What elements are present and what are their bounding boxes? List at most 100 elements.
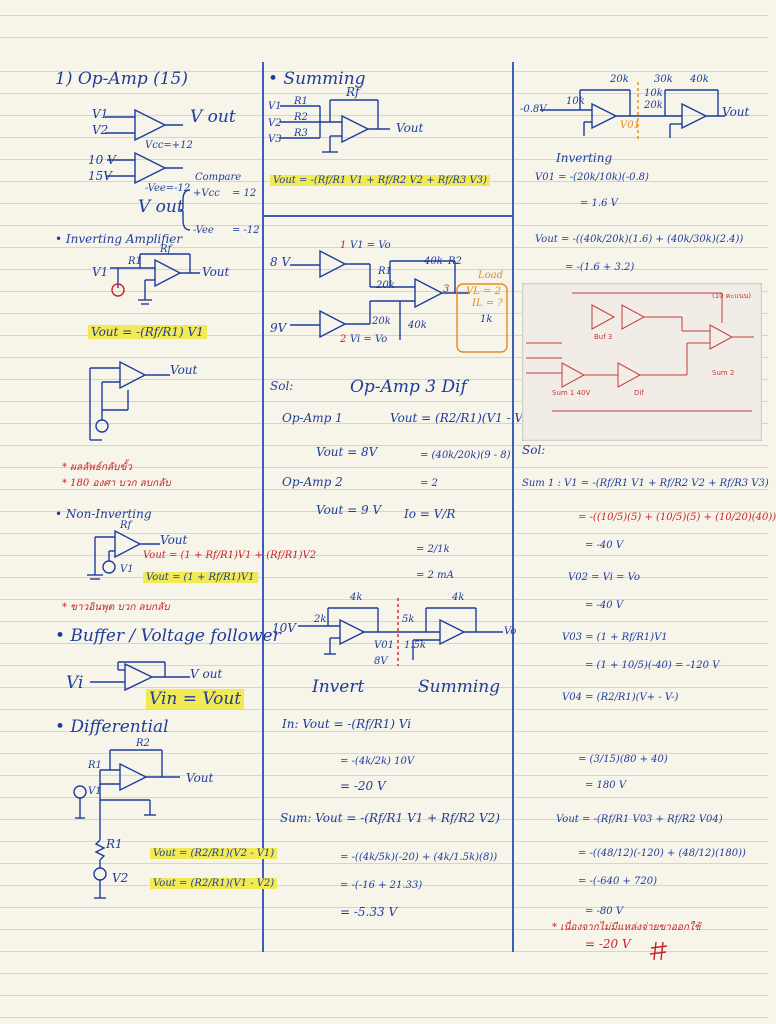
opamp-v1-label: V1 — [92, 107, 109, 121]
inverting-formula: Vout = -(Rf/R1) V1 — [88, 325, 207, 339]
sum-calc: Sum: Vout = -(Rf/R1 V1 + Rf/R2 V2) — [280, 811, 500, 825]
dif-v9: 9V — [270, 321, 287, 335]
rs-v04-step: = (3/15)(80 + 40) — [578, 754, 668, 765]
rt-vout-formula: Vout = -((40k/20k)(1.6) + (40k/30k)(2.4)… — [535, 234, 744, 245]
invert-calc: In: Vout = -(Rf/R1) Vi — [282, 717, 412, 731]
is-vo: Vo — [504, 626, 517, 637]
sum-calc-step1: = -((4k/5k)(-20) + (4k/1.5k)(8)) — [340, 852, 498, 863]
differential-r2: R2 — [136, 738, 150, 749]
rs-vout: Vout = -(Rf/R1 V03 + Rf/R2 V04) — [556, 814, 723, 825]
summing-circuit — [280, 99, 390, 153]
summing-r3: R3 — [294, 128, 308, 139]
rt-inverting-heading: Inverting — [556, 151, 613, 165]
rt-r40k: 40k — [690, 74, 709, 85]
comparator-vout: V out — [138, 197, 184, 217]
comparator-in1: 10 V — [88, 153, 116, 167]
rs-sum1: Sum 1 : V1 = -(Rf/R1 V1 + Rf/R2 V2 + Rf/… — [522, 478, 769, 489]
rt-vin: -0.8V — [520, 104, 547, 115]
invert-summing-circuit — [298, 598, 503, 666]
rs-v04: V04 = (R2/R1)(V+ - V-) — [562, 692, 679, 703]
dif-result: = 2 — [420, 478, 438, 489]
comparator-vee: -Vee=-12 — [145, 183, 191, 194]
dif-step: = (40k/20k)(9 - 8) — [420, 450, 511, 461]
dif-io-result: = 2 mA — [416, 570, 454, 581]
summing-r2: R2 — [294, 112, 308, 123]
comparator-diagram — [107, 151, 183, 185]
dif-r20k-b: 20k — [372, 316, 391, 327]
dif-io: Io = V/R — [404, 507, 456, 521]
noninverting-formula1: Vout = (1 + Rf/R1)V1 + (Rf/R1)V2 — [143, 550, 317, 561]
summing-v1: V1 — [268, 101, 282, 112]
inverting-heading: • Inverting Amplifier — [55, 232, 183, 246]
differential-vout: Vout — [186, 771, 214, 785]
rt-r20k-b: 20k — [644, 100, 663, 111]
dif-opamp2: Op-Amp 2 — [282, 475, 343, 489]
rs-sum1-result: = -40 V — [585, 540, 624, 551]
comparator-brace — [179, 189, 191, 231]
summing-rf: Rf — [346, 85, 360, 99]
dif-node-2: 2 — [340, 334, 347, 345]
dif-v8: 8 V — [270, 255, 291, 269]
final-hash-mark — [649, 941, 668, 961]
differential-heading: • Differential — [55, 717, 169, 737]
invert-calc-result: = -20 V — [340, 779, 386, 793]
circuit-photo: (10 คะแนน) Buf 3 Sum 1 40V Dif Sum 2 — [522, 283, 762, 441]
dif-vout8: Vout = 8V — [316, 445, 378, 459]
noninverting-vout: Vout — [160, 533, 188, 547]
invert-calc-step: = -(4k/2k) 10V — [340, 756, 415, 767]
differential-circuit — [73, 749, 180, 899]
dif-node-3: 3 — [443, 284, 450, 295]
rs-v04-result: = 180 V — [585, 780, 627, 791]
dif-r40k-b: 40k — [408, 320, 427, 331]
rs-sol-label: Sol: — [522, 443, 546, 457]
dif-r1k: 1k — [480, 314, 493, 325]
inverting-vin: V1 — [92, 265, 109, 279]
note-line-2: * 180 องศา บวก ลบกลับ — [62, 478, 171, 489]
buffer-vout: V out — [190, 667, 223, 681]
is-v8: 8V — [374, 656, 388, 667]
comparator-eq1: = 12 — [232, 188, 257, 199]
noninverting-circuit — [87, 529, 160, 580]
follower-vout: Vout — [170, 363, 198, 377]
opamp-v2-label: V2 — [92, 123, 109, 137]
differential-formula1: Vout = (R2/R1)(V2 - V1) — [150, 848, 278, 859]
inverting-rf: Rf — [160, 244, 172, 255]
opamp-vout-label: V out — [190, 107, 236, 127]
inverting-source-icon — [111, 283, 125, 297]
is-label-invert: Invert — [312, 677, 365, 697]
is-r4k-b: 4k — [452, 592, 465, 603]
middle-divider — [262, 215, 514, 217]
inverting-circuit — [110, 253, 200, 305]
rs-v03: V03 = (1 + Rf/R1)V1 — [562, 632, 668, 643]
rt-v01: V01 — [620, 120, 640, 131]
summing-r1: R1 — [294, 96, 308, 107]
summing-formula: Vout = -(Rf/R1 V1 + Rf/R2 V2 + Rf/R3 V3) — [270, 175, 490, 186]
rs-vout-step: = -((48/12)(-120) + (48/12)(180)) — [578, 848, 746, 859]
photo-sum2-label: Sum 2 — [712, 369, 735, 377]
sum-calc-result: = -5.33 V — [340, 905, 398, 919]
differential-r1-top: R1 — [88, 760, 102, 771]
dif-io-step: = 2/1k — [416, 544, 450, 555]
summing-v3: V3 — [268, 134, 282, 145]
dif-circuit — [290, 249, 470, 340]
photo-sum1-label: Sum 1 40V — [552, 389, 591, 397]
sum-calc-step2: = -(-16 + 21.33) — [340, 880, 423, 891]
photo-dif-label: Dif — [634, 389, 644, 397]
is-r15k: 1.5k — [404, 640, 426, 651]
dif-formula: Vout = (R2/R1)(V1 - V2) — [390, 411, 536, 425]
is-r2k: 2k — [314, 614, 327, 625]
rt-v01-result: = 1.6 V — [580, 198, 618, 209]
dif-node-1: 1 — [340, 240, 347, 251]
follower-loop-circuit — [89, 360, 170, 441]
is-r4k-a: 4k — [350, 592, 363, 603]
buffer-vin: Vi — [66, 673, 84, 693]
rs-vout-result: = -80 V — [585, 906, 624, 917]
column-divider-left — [262, 62, 264, 952]
comparator-minus-vee: -Vee — [193, 225, 214, 236]
rt-r20k: 20k — [610, 74, 629, 85]
load-box — [456, 283, 508, 353]
dif-sol-label: Sol: — [270, 379, 294, 393]
dif-vieq: Vi = Vo — [350, 334, 388, 345]
noninverting-heading: • Non-Inverting — [55, 507, 152, 521]
rt-vout-step: = -(1.6 + 3.2) — [565, 262, 635, 273]
